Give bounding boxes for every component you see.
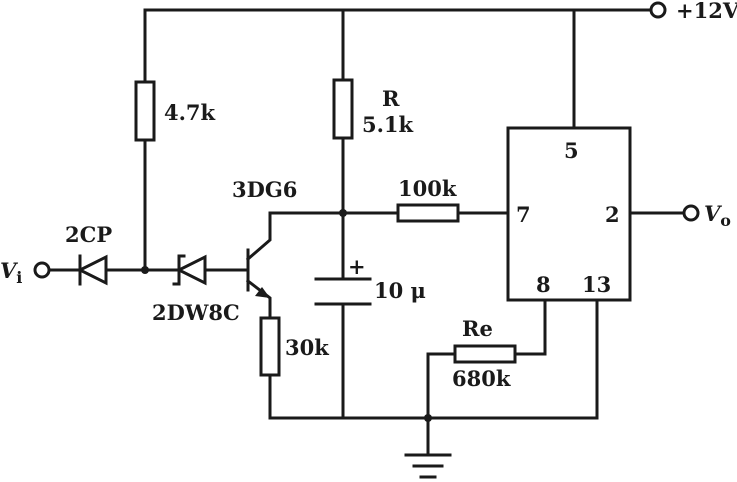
label-r1-value: 4.7k (164, 100, 216, 125)
ic-body (506, 126, 632, 302)
label-c1-polarity: + (348, 254, 366, 279)
label-r-e-name: Re (462, 316, 493, 341)
ic-pin-2: 2 (605, 202, 620, 227)
resistor-100k (396, 203, 460, 223)
output-label-sub: o (720, 211, 731, 230)
capacitor-10u (314, 277, 372, 306)
ic-pin-5: 5 (564, 138, 579, 163)
input-label: Vi (0, 258, 22, 287)
wire-pin8 (426, 298, 547, 420)
output-terminal (682, 204, 700, 222)
output-label: Vo (704, 201, 731, 230)
label-r-emitter-value: 30k (285, 335, 329, 360)
resistor-re-680k (453, 344, 517, 364)
label-r-e-value: 680k (452, 366, 511, 391)
junction-ground-node (424, 414, 432, 422)
resistor-4-7k (134, 80, 156, 142)
ground-symbol (404, 453, 452, 479)
label-d-zener: 2DW8C (152, 300, 240, 325)
input-terminal (33, 261, 51, 279)
ic-pin-13: 13 (582, 272, 611, 297)
label-c1-value: 10 μ (374, 278, 426, 303)
junction-r1-input (141, 266, 149, 274)
label-transistor: 3DG6 (232, 177, 297, 202)
label-r-timing-value: 5.1k (362, 112, 414, 137)
resistor-30k (259, 316, 281, 377)
transistor-emitter-arrow (255, 287, 270, 298)
diode-2cp (76, 254, 108, 286)
input-label-sub: i (16, 268, 22, 287)
junction-collector-node (339, 209, 347, 217)
transistor-collector (245, 211, 345, 262)
wires (48, 8, 685, 455)
ic-pin-7: 7 (516, 202, 531, 227)
ic-pin-8: 8 (536, 272, 551, 297)
resistor-r-5-1k (332, 78, 354, 140)
label-d-input: 2CP (65, 222, 112, 247)
supply-terminal (649, 1, 667, 19)
supply-label: +12V (676, 0, 737, 23)
label-r-series-value: 100k (398, 176, 457, 201)
label-r-timing-name: R (382, 86, 400, 111)
zener-diode-2dw8c (172, 254, 207, 286)
